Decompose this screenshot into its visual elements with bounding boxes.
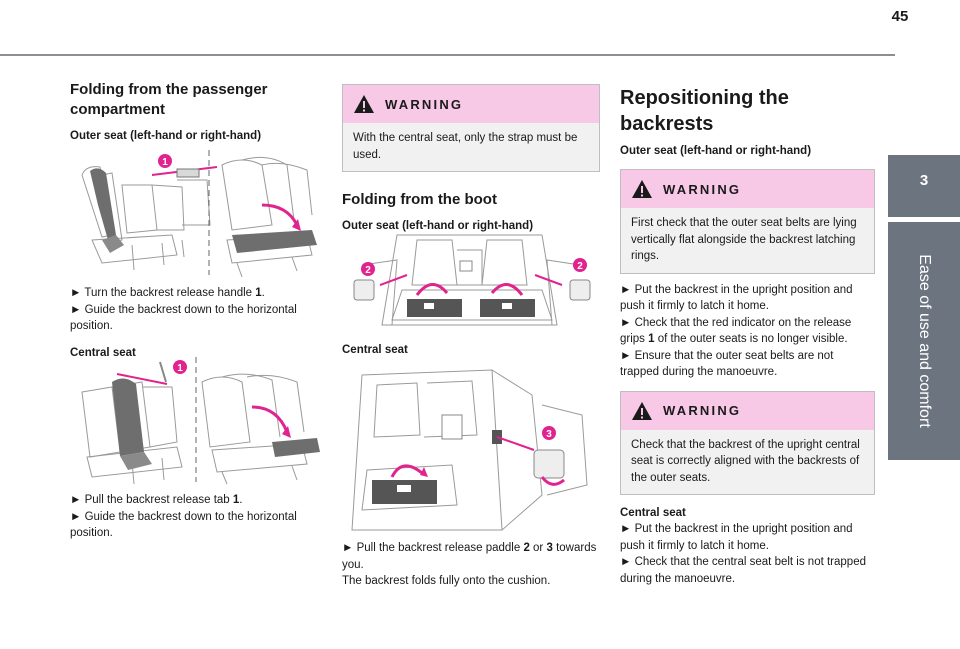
boot-central-sub: Central seat <box>342 342 600 358</box>
boot-steps: ► Pull the backrest release paddle 2 or … <box>342 540 600 590</box>
subheading-outer-seat-boot: Outer seat (left-hand or right-hand) <box>342 220 534 232</box>
page-number: 45 <box>891 8 909 25</box>
chapter-title: Ease of use and comfort <box>916 254 933 428</box>
warning-box: WARNING With the central seat, only the … <box>342 84 600 172</box>
column-boot: WARNING With the central seat, only the … <box>342 84 600 234</box>
subheading-central-seat: Central seat <box>70 346 136 359</box>
warning-box-alignment: WARNING Check that the backrest of the u… <box>620 390 875 495</box>
chapter-number: 3 <box>919 172 929 189</box>
header-rule <box>0 54 895 56</box>
chapter-title-tab: Ease of use and comfort <box>888 222 960 460</box>
step-check-indicator: ► Check that the red indicator on the re… <box>620 316 852 346</box>
column-passenger-compartment: Folding from the passenger compartment O… <box>70 80 315 144</box>
step-turn-handle: ► Turn the backrest release handle 1. <box>70 287 265 299</box>
warning-text-belts: First check that the outer seat belts ar… <box>631 217 857 262</box>
central-seat-steps: ► Pull the backrest release tab 1. ► Gui… <box>70 492 315 542</box>
subheading-outer-seat: Outer seat (left-hand or right-hand) <box>70 130 262 142</box>
figure-boot-outer-seat: 2 2 <box>342 225 600 335</box>
step-guide-backrest-central: ► Guide the backrest down to the horizon… <box>70 510 297 540</box>
warning-title: WARNING <box>663 181 742 197</box>
callout-2-right: 2 <box>577 261 583 272</box>
step-backrest-folds: The backrest folds fully onto the cushio… <box>342 575 551 587</box>
warning-box-belts: WARNING First check that the outer seat … <box>620 169 875 274</box>
warning-triangle-icon <box>632 180 652 198</box>
step-guide-backrest: ► Guide the backrest down to the horizon… <box>70 303 297 333</box>
figure-boot-central-seat: 3 <box>342 365 600 535</box>
callout-2-left: 2 <box>365 265 371 276</box>
step-belts-not-trapped: ► Ensure that the outer seat belts are n… <box>620 349 834 379</box>
step-central-upright: ► Put the backrest in the upright positi… <box>620 523 853 552</box>
subheading-outer-seat-reposition: Outer seat (left-hand or right-hand) <box>620 145 812 157</box>
warning-triangle-icon <box>354 95 374 113</box>
warning-triangle-icon <box>632 401 652 420</box>
callout-1: 1 <box>162 157 168 168</box>
step-upright-latch: ► Put the backrest in the upright positi… <box>620 283 853 313</box>
subheading-central-seat-boot: Central seat <box>342 344 408 356</box>
callout-3: 3 <box>546 429 552 440</box>
step-pull-tab: ► Pull the backrest release tab 1. <box>70 494 243 506</box>
outer-reposition-steps: ► Put the backrest in the upright positi… <box>620 282 875 381</box>
step-pull-paddle: ► Pull the backrest release paddle 2 or … <box>342 542 597 571</box>
figure-central-seat-fold: 1 <box>72 352 322 487</box>
warning-title: WARNING <box>663 403 742 418</box>
step-central-belt: ► Check that the central seat belt is no… <box>620 556 866 585</box>
section-heading-repositioning: Repositioning the backrests <box>620 87 789 135</box>
warning-title: WARNING <box>385 96 464 112</box>
column-repositioning: Repositioning the backrests Outer seat (… <box>620 85 875 587</box>
warning-header: WARNING <box>621 170 874 208</box>
outer-seat-steps: ► Turn the backrest release handle 1. ► … <box>70 285 315 361</box>
warning-header: WARNING <box>343 85 599 123</box>
warning-text-alignment: Check that the backrest of the upright c… <box>631 438 860 484</box>
warning-text: With the central seat, only the strap mu… <box>353 132 578 161</box>
figure-outer-seat-fold: 1 <box>72 145 322 280</box>
section-heading-boot: Folding from the boot <box>342 191 497 208</box>
section-heading: Folding from the passenger compartment <box>70 81 268 118</box>
chapter-tab: 3 <box>888 155 960 217</box>
callout-1: 1 <box>177 363 183 374</box>
central-reposition-steps: Central seat ► Put the backrest in the u… <box>620 505 875 587</box>
subheading-central-seat-reposition: Central seat <box>620 507 686 519</box>
warning-header: WARNING <box>621 391 874 430</box>
